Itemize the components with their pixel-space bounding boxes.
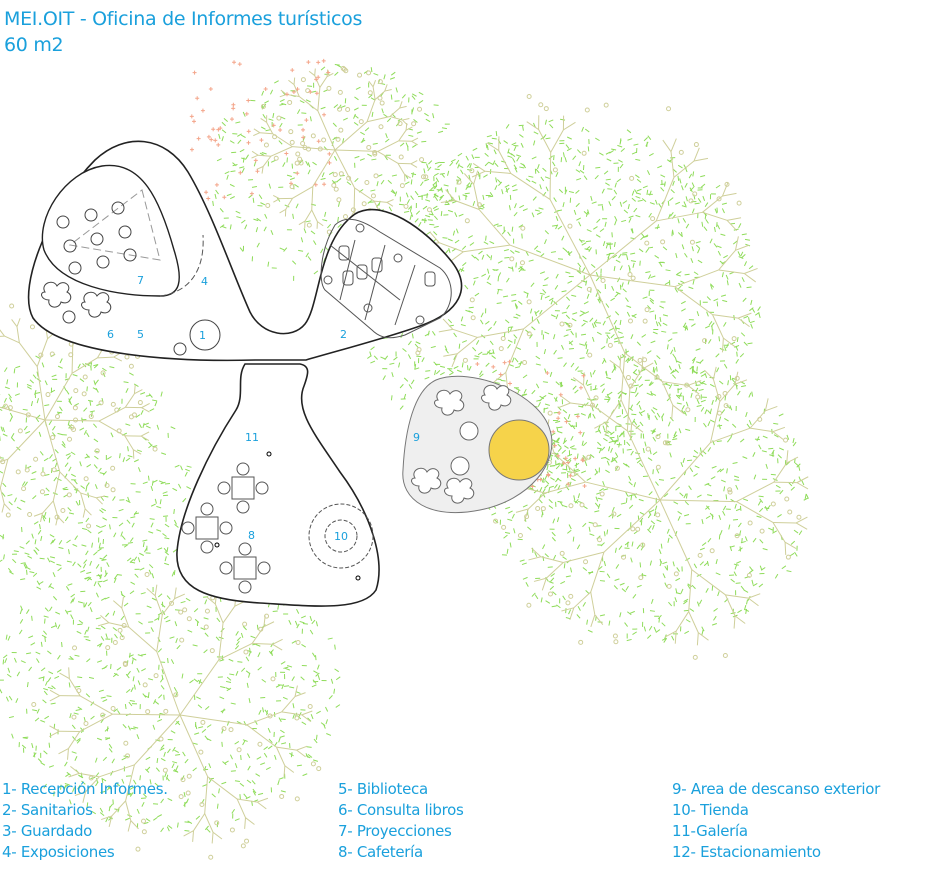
plan-label-11: 11 [245,431,259,444]
projection-seats [56,201,137,275]
shop-display [308,503,374,569]
cafeteria-tables [181,462,271,594]
legend-column-3: 9- Area de descanso exterior 10- Tienda … [672,779,880,863]
header: MEI.OIT - Oficina de Informes turísticos… [4,6,362,58]
legend-item: 2- Sanitarios [2,801,93,819]
plan-label-9: 9 [413,431,420,444]
area-label: 60 m2 [4,34,64,56]
legend-item: 7- Proyecciones [338,822,452,840]
legend-item: 8- Cafetería [338,843,423,861]
room-7-proyecciones [41,164,180,297]
plan-label-6: 6 [107,328,114,341]
legend-item: 12- Estacionamiento [672,843,821,861]
plan-label-7: 7 [137,274,144,287]
plan-label-8: 8 [248,529,255,542]
legend-item: 10- Tienda [672,801,749,819]
building-cafeteria-lobe [176,363,380,607]
reception-desk [189,319,221,351]
columns [214,451,361,581]
legend-item: 4- Exposiciones [2,843,115,861]
rest-area-seating [411,384,512,504]
plan-label-1: 1 [199,329,206,342]
page-title: MEI.OIT - Oficina de Informes turísticos [4,8,363,30]
legend-item: 3- Guardado [2,822,93,840]
plan-label-10: 10 [334,530,348,543]
projection-screen-triangle [68,189,161,261]
restroom-block [320,218,452,339]
legend-item: 6- Consulta libros [338,801,464,819]
legend-item: 9- Area de descanso exterior [672,780,881,798]
legend-item: 11-Galería [672,822,748,840]
legend-item: 5- Biblioteca [338,780,428,798]
sand-pit [488,419,550,481]
plan-label-2: 2 [340,328,347,341]
plan-label-5: 5 [137,328,144,341]
plan-label-4: 4 [201,275,208,288]
legend-column-2: 5- Biblioteca 6- Consulta libros 7- Proy… [338,779,464,863]
reading-furniture [41,281,221,356]
legend-item: 1- Recepción Informes. [2,780,168,798]
exhibition-wall [159,234,204,297]
legend-column-1: 1- Recepción Informes. 2- Sanitarios 3- … [2,779,168,863]
